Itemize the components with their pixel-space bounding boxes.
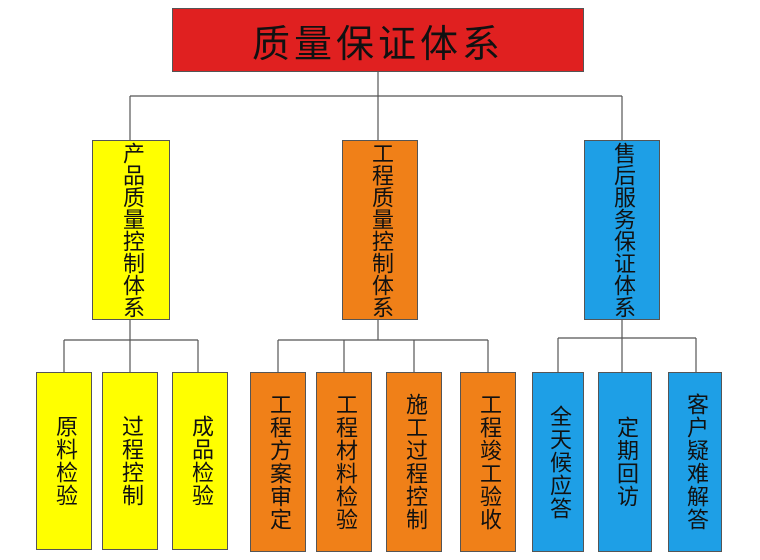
leaf-label: 全天候应答 — [546, 404, 571, 520]
leaf-label: 施工过程控制 — [402, 393, 427, 531]
leaf-label: 工程竣工验收 — [476, 393, 501, 531]
leaf-label: 成品检验 — [188, 415, 213, 507]
leaf-label: 客户疑难解答 — [683, 393, 708, 531]
branch-product-quality-control: 产品质量控制体系 — [92, 140, 170, 320]
leaf-construction-process-control: 施工过程控制 — [386, 372, 442, 552]
leaf-project-completion-acceptance: 工程竣工验收 — [460, 372, 516, 552]
diagram-title-box: 质量保证体系 — [172, 8, 584, 72]
leaf-finished-product-inspection: 成品检验 — [172, 372, 228, 550]
leaf-customer-question-answering: 客户疑难解答 — [668, 372, 722, 552]
leaf-regular-follow-up: 定期回访 — [598, 372, 652, 552]
leaf-24h-response: 全天候应答 — [532, 372, 584, 552]
leaf-label: 工程方案审定 — [266, 393, 291, 531]
branch-label: 售后服务保证体系 — [610, 142, 635, 318]
leaf-engineering-material-inspection: 工程材料检验 — [316, 372, 372, 552]
leaf-process-control: 过程控制 — [102, 372, 158, 550]
branch-label: 工程质量控制体系 — [368, 142, 393, 318]
leaf-label: 定期回访 — [613, 416, 638, 508]
leaf-engineering-plan-review: 工程方案审定 — [250, 372, 306, 552]
leaf-label: 工程材料检验 — [332, 393, 357, 531]
branch-label: 产品质量控制体系 — [119, 142, 144, 318]
leaf-label: 过程控制 — [118, 415, 143, 507]
diagram-title: 质量保证体系 — [251, 21, 504, 66]
leaf-label: 原料检验 — [52, 415, 77, 507]
branch-after-sales-service: 售后服务保证体系 — [584, 140, 660, 320]
branch-engineering-quality-control: 工程质量控制体系 — [342, 140, 418, 320]
leaf-raw-material-inspection: 原料检验 — [36, 372, 92, 550]
